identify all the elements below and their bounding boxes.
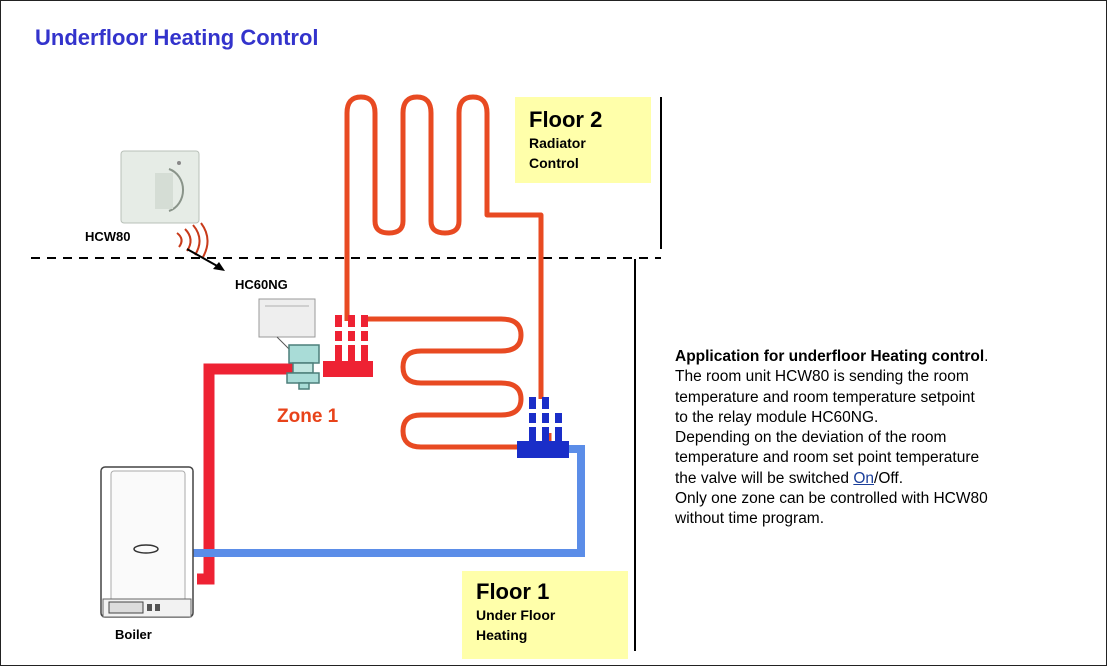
return-manifold bbox=[517, 397, 569, 458]
description-heading-line: Application for underfloor Heating contr… bbox=[675, 347, 1095, 367]
floor1-subtitle-line1: Under Floor bbox=[476, 607, 556, 623]
floor1-label-box: Floor 1 Under Floor Heating bbox=[462, 571, 628, 659]
thermostat-icon bbox=[120, 150, 200, 224]
description-line-6-pre: the valve will be switched bbox=[675, 469, 854, 487]
floor1-subtitle-line2: Heating bbox=[476, 627, 528, 643]
on-link[interactable]: On bbox=[853, 469, 875, 487]
description-line-6: the valve will be switched On/Off. bbox=[675, 469, 1095, 489]
hot-supply-pipe bbox=[197, 363, 293, 585]
page-title: Underfloor Heating Control bbox=[35, 25, 319, 50]
description-line-8: without time program. bbox=[675, 510, 825, 528]
description-line-3: to the relay module HC60NG. bbox=[675, 408, 879, 426]
floor2-label-box: Floor 2 Radiator Control bbox=[515, 97, 651, 183]
description-line-7: Only one zone can be controlled with HCW… bbox=[675, 490, 988, 508]
description-heading: Application for underfloor Heating contr… bbox=[675, 348, 985, 365]
description-line-2: temperature and room temperature setpoin… bbox=[675, 388, 975, 406]
boiler-label: Boiler bbox=[115, 627, 152, 642]
floor2-title: Floor 2 bbox=[529, 107, 603, 132]
description-line-5: temperature and room set point temperatu… bbox=[675, 449, 980, 467]
description-text: Application for underfloor Heating contr… bbox=[675, 347, 1095, 530]
signal-arrow bbox=[186, 248, 220, 268]
description-heading-end: . bbox=[984, 348, 989, 365]
zone1-label: Zone 1 bbox=[277, 406, 339, 427]
description-line-6-post: /Off. bbox=[874, 469, 904, 487]
floor2-subtitle-line2: Control bbox=[529, 155, 579, 171]
boiler-icon bbox=[100, 466, 194, 618]
relay-module-icon bbox=[258, 298, 316, 350]
supply-manifold bbox=[323, 315, 373, 377]
valve-icon bbox=[286, 344, 320, 390]
return-pipe bbox=[187, 445, 585, 557]
description-line-1: The room unit HCW80 is sending the room bbox=[675, 368, 969, 386]
hcw80-label: HCW80 bbox=[85, 229, 131, 244]
floor1-underfloor-coil bbox=[367, 316, 552, 450]
floor1-title: Floor 1 bbox=[476, 579, 550, 604]
description-line-4: Depending on the deviation of the room bbox=[675, 429, 947, 447]
floor2-radiator-coil bbox=[344, 94, 544, 399]
hc60ng-label: HC60NG bbox=[235, 277, 288, 292]
floor2-subtitle-line1: Radiator bbox=[529, 135, 586, 151]
